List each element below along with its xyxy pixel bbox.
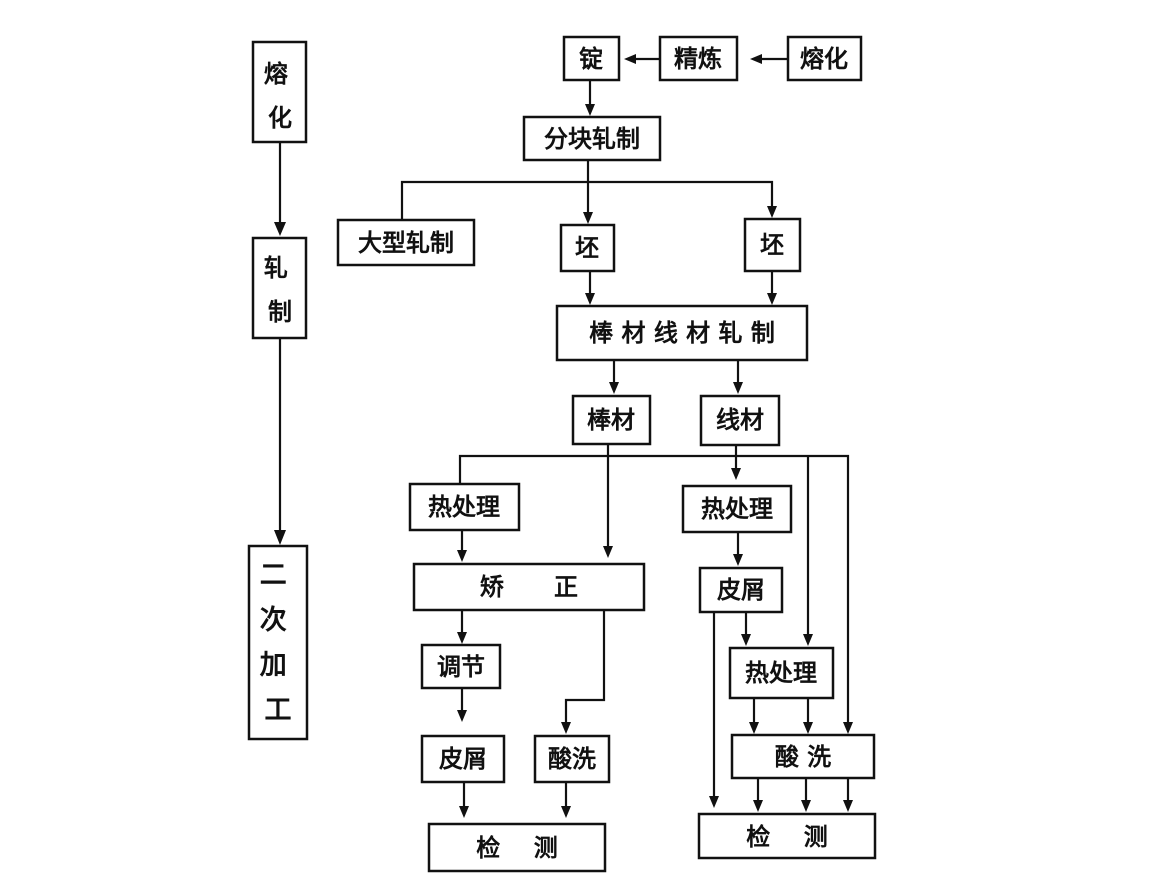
node-bar-label: 棒材 [587, 406, 635, 434]
node-large-rolling-label: 大型轧制 [358, 229, 454, 257]
node-wire-heat-treat-1: 热处理 [681, 484, 793, 534]
node-billet-b: 坯 [743, 217, 802, 273]
connectors [278, 57, 850, 806]
node-bar-heat-treat-label: 热处理 [428, 493, 500, 521]
node-bar-pickle-label: 酸洗 [548, 745, 596, 773]
node-straighten-label: 矫 正 [480, 573, 578, 601]
node-ingot-label: 锭 [579, 45, 603, 73]
arrowheads [274, 54, 853, 818]
node-ingot: 锭 [562, 35, 621, 82]
node-refine-label: 精炼 [674, 45, 722, 73]
node-wire-heat-treat-2-label: 热处理 [745, 659, 817, 687]
node-bar-wire-rolling: 棒 材 线 材 轧 制 [555, 304, 809, 362]
node-billet-rolling-label: 分块轧制 [544, 125, 640, 153]
node-bar-peel-label: 皮屑 [439, 745, 487, 773]
node-wire-peel-label: 皮屑 [717, 576, 765, 604]
node-melt-top-label: 熔化 [800, 45, 848, 73]
node-bar-inspect: 检 测 [427, 822, 607, 873]
node-melt-left: 熔 化 [251, 40, 308, 144]
node-melt-left-label: 熔 化 [264, 60, 296, 132]
node-wire-pickle: 酸 洗 [730, 733, 876, 780]
node-bar-wire-rolling-label: 棒 材 线 材 轧 制 [589, 319, 775, 347]
node-roll-left: 轧 制 [251, 236, 308, 340]
node-wire-heat-treat-1-label: 热处理 [701, 495, 773, 523]
node-secondary-processing-label: 二 次 加 工 [260, 560, 296, 726]
node-secondary-processing: 二 次 加 工 [247, 544, 309, 741]
node-bar: 棒材 [571, 394, 652, 446]
node-adjust: 调节 [420, 643, 502, 690]
node-billet-b-label: 坯 [760, 231, 784, 259]
node-bar-heat-treat: 热处理 [408, 482, 521, 532]
node-wire: 线材 [699, 394, 781, 447]
node-straighten: 矫 正 [412, 562, 646, 612]
node-billet-a: 坯 [559, 223, 616, 273]
node-wire-inspect: 检 测 [697, 812, 877, 860]
node-large-rolling: 大型轧制 [336, 218, 476, 267]
node-bar-peel: 皮屑 [420, 734, 506, 784]
node-billet-rolling: 分块轧制 [522, 115, 662, 162]
node-wire-inspect-label: 检 测 [746, 823, 827, 851]
node-bar-inspect-label: 检 测 [476, 834, 557, 862]
node-melt-top: 熔化 [786, 35, 863, 82]
node-bar-pickle: 酸洗 [533, 734, 611, 784]
node-wire-pickle-label: 酸 洗 [775, 743, 831, 771]
node-refine: 精炼 [658, 35, 739, 82]
node-wire-peel: 皮屑 [698, 566, 784, 614]
node-wire-label: 线材 [716, 406, 764, 434]
node-wire-heat-treat-2: 热处理 [728, 646, 835, 700]
node-adjust-label: 调节 [437, 653, 485, 681]
node-roll-left-label: 轧 制 [264, 254, 296, 326]
node-billet-a-label: 坯 [575, 234, 599, 262]
